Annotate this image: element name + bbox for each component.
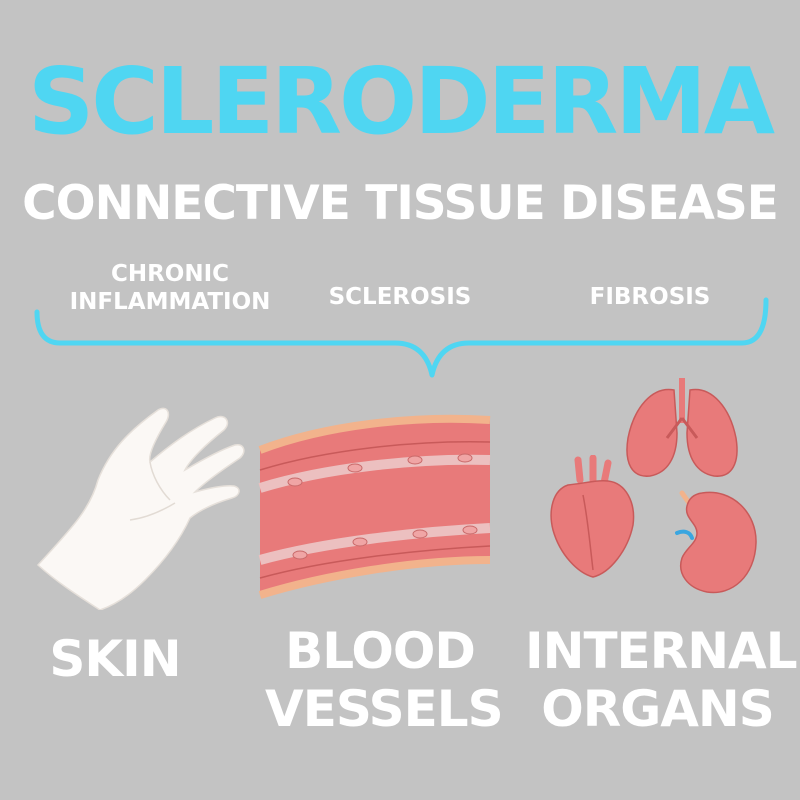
- process-label-sclerosis: SCLEROSIS: [328, 284, 472, 310]
- label-internal-organs: INTERNAL ORGANS: [525, 622, 798, 738]
- blood-vessel-icon: [258, 414, 491, 599]
- kidney-icon: [675, 490, 757, 594]
- process-label-chronic-inflammation: CHRONIC INFLAMMATION: [69, 261, 271, 315]
- label-blood-vessels: BLOOD VESSELS: [265, 622, 504, 738]
- page-subtitle: CONNECTIVE TISSUE DISEASE: [22, 176, 779, 231]
- heart-icon: [550, 455, 635, 578]
- page-title: SCLERODERMA: [27, 48, 775, 155]
- hand-icon: [36, 407, 245, 610]
- label-skin: SKIN: [49, 630, 181, 688]
- process-label-fibrosis: FIBROSIS: [589, 284, 711, 310]
- lungs-icon: [626, 378, 738, 477]
